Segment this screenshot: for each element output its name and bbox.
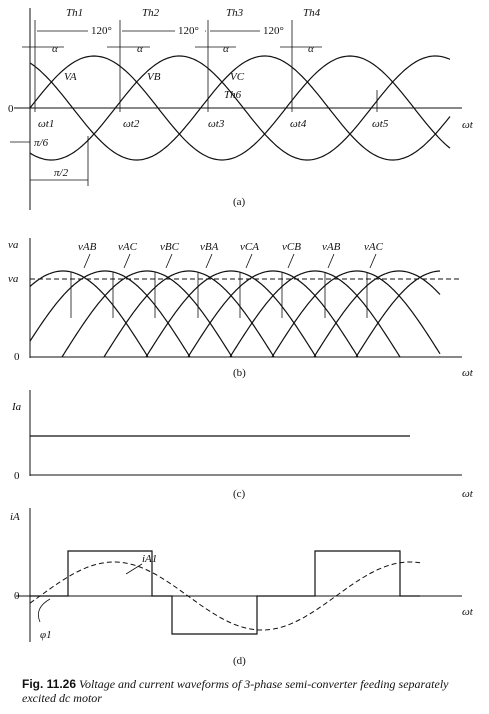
line-voltage-label: vAC — [118, 241, 138, 253]
line-voltage-lobe — [187, 270, 359, 358]
angle-label-bg-1 — [88, 23, 118, 37]
line-voltage-lobe — [29, 270, 191, 358]
thyristor-label-th4: Th4 — [303, 7, 321, 19]
angle-label-2: 120° — [178, 25, 199, 37]
pi6-label: π/6 — [34, 137, 49, 149]
phase-c-wave — [29, 55, 451, 161]
alpha-label-4: α — [308, 43, 314, 55]
line-voltage-pointer — [83, 253, 91, 269]
line-voltage-label: vAB — [322, 241, 341, 253]
panel-c-axis-label: ωt — [462, 488, 474, 500]
fundamental-current-wave — [29, 561, 421, 631]
thyristor-label-th2: Th2 — [142, 7, 160, 19]
angle-label-3: 120° — [263, 25, 284, 37]
line-voltage-pointer — [123, 253, 131, 269]
line-voltage-lobe — [145, 270, 317, 358]
line-voltage-lobe — [229, 270, 401, 358]
thyristor-label-th6: Th6 — [224, 89, 242, 101]
angle-label-bg-3 — [260, 23, 290, 37]
panel-a-axis-label: ωt — [462, 119, 474, 131]
alpha-label-3: α — [223, 43, 229, 55]
panel-b-tag: (b) — [233, 367, 246, 379]
phase-a-wave — [29, 55, 451, 161]
panel-d-y-label: iA — [10, 511, 20, 523]
panel-b: va va 0 ωt vAB vAC vBC vBA vCA vCB vAB vAC (b) — [8, 238, 474, 379]
panel-a-origin: 0 — [8, 103, 14, 115]
thyristor-label-th1: Th1 — [66, 7, 83, 19]
thyristor-label-th3: Th3 — [226, 7, 244, 19]
line-voltage-label: vAC — [364, 241, 384, 253]
panel-c-tag: (c) — [233, 488, 246, 500]
angle-label-bg-2 — [175, 23, 205, 37]
line-voltage-waves — [29, 270, 441, 358]
phase-current-wave — [30, 550, 420, 635]
panel-b-avg-label: va — [8, 273, 19, 285]
angle-label-1: 120° — [91, 25, 112, 37]
phase-label-va: VA — [64, 71, 77, 83]
phi-label: φ1 — [40, 629, 52, 641]
phi-pointer — [37, 598, 51, 623]
panel-d-origin: 0 — [14, 590, 20, 602]
figure-caption-text: Voltage and current waveforms of 3-phase… — [22, 677, 449, 705]
line-voltage-label: vBA — [200, 241, 219, 253]
line-voltage-label: vBC — [160, 241, 180, 253]
line-voltage-label: vCB — [282, 241, 301, 253]
line-voltage-lobe — [355, 270, 441, 358]
instant-label-3: ωt3 — [208, 118, 225, 130]
line-voltage-label: vCA — [240, 241, 259, 253]
line-voltage-labels: vAB vAC vBC vBA vCA vCB vAB vAC — [78, 241, 384, 269]
panel-d-tag: (d) — [233, 655, 246, 667]
panel-d: iA 0 ωt iA1 φ1 (d) — [10, 508, 474, 667]
instant-label-4: ωt4 — [290, 118, 307, 130]
panel-b-y-label: va — [8, 239, 19, 251]
line-voltage-pointer — [327, 253, 335, 269]
panel-d-axis-label: ωt — [462, 606, 474, 618]
line-voltage-pointer — [287, 253, 295, 269]
panel-b-origin: 0 — [14, 351, 20, 363]
phase-label-vb: VB — [147, 71, 161, 83]
line-voltage-pointer — [245, 253, 253, 269]
alpha-label-1: α — [52, 43, 58, 55]
panel-c: Ia 0 ωt (c) — [11, 390, 474, 500]
instant-label-1: ωt1 — [38, 118, 54, 130]
line-voltage-lobe — [313, 270, 441, 358]
panel-a: 0 ωt 120° 120° 120° α α α α Th1 Th2 Th3 … — [8, 7, 474, 210]
fundamental-pointer — [125, 563, 143, 575]
panel-a-tag: (a) — [233, 196, 246, 208]
pi2-label: π/2 — [54, 167, 69, 179]
phase-label-vc: VC — [230, 71, 245, 83]
line-voltage-pointer — [205, 253, 213, 269]
instant-label-2: ωt2 — [123, 118, 140, 130]
phase-b-wave — [29, 55, 451, 161]
panel-c-origin: 0 — [14, 470, 20, 482]
figure-number: Fig. 11.26 — [22, 677, 77, 691]
line-voltage-lobe — [29, 270, 149, 358]
instant-label-5: ωt5 — [372, 118, 389, 130]
line-voltage-lobe — [103, 270, 275, 358]
fundamental-label: iA1 — [142, 553, 157, 565]
line-voltage-label: vAB — [78, 241, 97, 253]
line-voltage-lobe — [271, 270, 441, 358]
alpha-label-2: α — [137, 43, 143, 55]
line-voltage-pointer — [165, 253, 173, 269]
line-voltage-lobe — [61, 270, 233, 358]
figure-caption: Fig. 11.26 Voltage and current waveforms… — [22, 677, 482, 705]
panel-c-y-label: Ia — [11, 401, 22, 413]
panel-b-axis-label: ωt — [462, 367, 474, 379]
line-voltage-pointer — [369, 253, 377, 269]
